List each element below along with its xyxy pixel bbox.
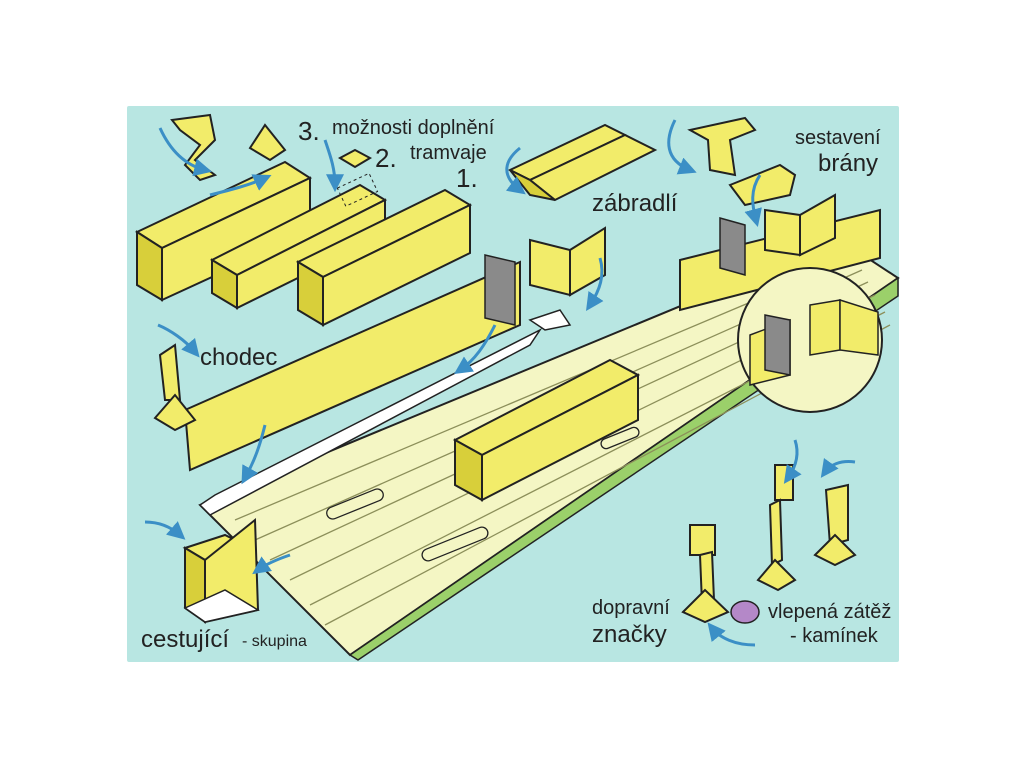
zigzag-addon (170, 113, 373, 182)
passenger-label-sub: - skupina (242, 633, 307, 650)
assembly-arrows (144, 119, 856, 647)
options-title-line1: možnosti doplnění (332, 117, 495, 139)
step-1-label: 1. (456, 163, 478, 193)
pebble-icon (730, 600, 760, 624)
pedestrian-label: chodec (200, 344, 278, 371)
curved-arrow-icon (707, 622, 756, 647)
curved-arrow-icon (209, 174, 272, 197)
curved-arrow-icon (783, 439, 802, 484)
curved-arrow-icon (252, 553, 291, 575)
step-2-label: 2. (375, 143, 397, 173)
gate-label-line1: sestavení (795, 127, 881, 149)
weight-label-line2: - kamínek (790, 625, 878, 647)
curved-arrow-icon (505, 146, 526, 195)
options-title-line2: tramvaje (410, 142, 487, 164)
curved-arrow-icon (144, 520, 186, 540)
pedestrian-figure (153, 343, 197, 432)
tram-block-center (452, 358, 641, 502)
curved-arrow-icon (586, 257, 604, 311)
curved-arrow-icon (820, 457, 856, 478)
long-wall (183, 254, 521, 472)
weight-label-line1: vlepená zátěž (768, 601, 892, 623)
curved-arrow-icon (454, 324, 497, 374)
signs-label-line1: dopravní (592, 597, 670, 619)
railing-label: zábradlí (592, 190, 678, 217)
gate-top-piece (687, 116, 797, 207)
curved-arrow-icon (157, 323, 200, 358)
signs-label-line2: značky (592, 621, 667, 648)
slot (326, 488, 384, 520)
curved-arrow-icon (744, 174, 762, 227)
gate-label-line2: brány (818, 150, 879, 177)
curved-arrow-icon (241, 424, 267, 485)
curved-arrow-icon (667, 119, 697, 175)
curved-arrow-icon (158, 127, 212, 177)
curved-arrow-icon (323, 139, 344, 193)
detail-circle (737, 267, 883, 413)
traffic-sign-pieces (681, 464, 857, 624)
corner-piece (528, 226, 606, 331)
slot (600, 426, 640, 450)
passenger-label-main: cestující (141, 626, 230, 653)
tram-block-3 (295, 188, 473, 327)
passenger-group-panel (182, 517, 260, 624)
slot (421, 526, 489, 562)
step-3-label: 3. (298, 116, 320, 146)
gate-assembly (679, 193, 881, 312)
sidewalk-strip (198, 328, 543, 516)
